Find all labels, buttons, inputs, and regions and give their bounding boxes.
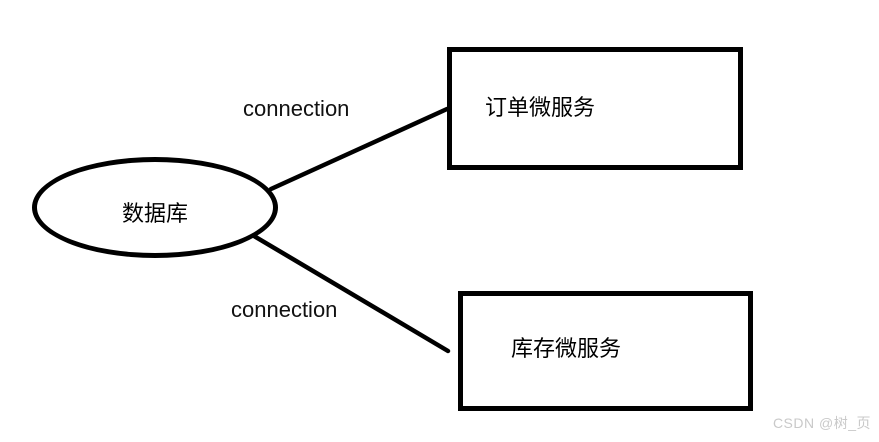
database-node-label: 数据库 — [121, 200, 188, 226]
inventory-service-node-label: 库存微服务 — [511, 336, 622, 361]
database-node: 数据库 — [32, 157, 278, 258]
csdn-watermark: CSDN @树_页 — [772, 415, 871, 431]
connector-line-database-to-inventory — [251, 233, 451, 354]
order-service-node-label: 订单微服务 — [485, 94, 596, 120]
inventory-service-node: 库存微服务 — [458, 291, 753, 411]
order-service-node: 订单微服务 — [447, 47, 743, 170]
edge-label-connection-bottom: connection — [231, 297, 338, 322]
edge-label-connection-top: connection — [243, 96, 350, 121]
